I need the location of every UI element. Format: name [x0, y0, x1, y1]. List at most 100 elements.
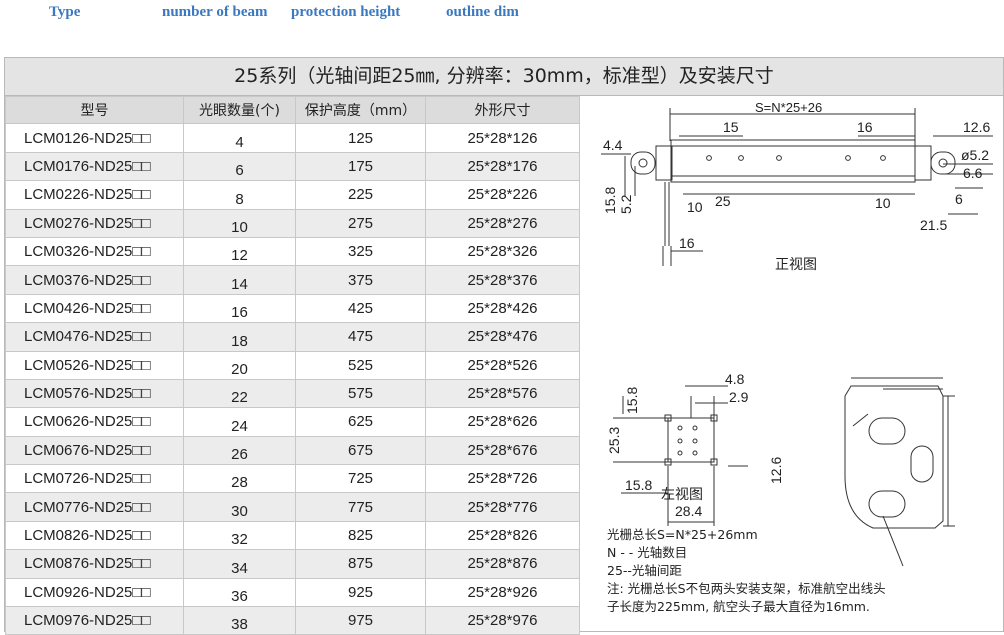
- cell-beams: 12: [183, 236, 296, 267]
- note-line: 子长度为225mm, 航空头子最大直径为16mm.: [607, 599, 870, 614]
- drawing-area: S=N*25+26 15 16 12.6 4.4 ø5.2 6.6 6 15.8…: [583, 96, 1003, 631]
- cell-beams: 6: [183, 151, 296, 182]
- note-line: 注: 光栅总长S不包两头安装支架，标准航空出线头: [607, 581, 886, 596]
- front-formula: S=N*25+26: [755, 100, 822, 115]
- cell-dim: 25*28*976: [425, 606, 580, 635]
- cell-dim: 25*28*676: [425, 435, 580, 466]
- cell-model: LCM0826-ND25□□: [5, 520, 184, 551]
- cell-height: 225: [295, 180, 426, 210]
- cell-beams: 38: [183, 606, 296, 635]
- cell-model: LCM0276-ND25□□: [5, 208, 184, 238]
- cell-height: 825: [295, 520, 426, 551]
- cell-model: LCM0926-ND25□□: [5, 577, 184, 608]
- cell-model: LCM0176-ND25□□: [5, 151, 184, 182]
- cell-height: 325: [295, 236, 426, 267]
- side-view-caption: 左视图: [661, 487, 703, 503]
- dim-side-12-6: 12.6: [768, 457, 784, 484]
- cell-beams: 4: [183, 123, 296, 153]
- cell-beams: 28: [183, 464, 296, 494]
- cell-dim: 25*28*726: [425, 464, 580, 494]
- cell-model: LCM0326-ND25□□: [5, 236, 184, 267]
- dim-side-15-8: 15.8: [624, 387, 640, 414]
- dim-15-8: 15.8: [602, 187, 618, 214]
- dim-16: 16: [857, 119, 873, 135]
- cell-dim: 25*28*226: [425, 180, 580, 210]
- front-view-caption: 正视图: [775, 257, 817, 273]
- col-header-height: 保护高度（mm）: [295, 95, 426, 125]
- cell-height: 475: [295, 322, 426, 352]
- cell-height: 375: [295, 265, 426, 295]
- dim-12-6: 12.6: [963, 119, 990, 135]
- cell-beams: 10: [183, 208, 296, 238]
- dim-6: 6: [955, 191, 963, 207]
- cell-model: LCM0426-ND25□□: [5, 293, 184, 324]
- spec-sheet: 25系列（光轴间距25㎜, 分辨率：30mm，标准型）及安装尺寸 型号 光眼数量…: [4, 57, 1004, 635]
- col-header-beams: 光眼数量(个): [183, 95, 296, 125]
- protection-height-label: protection height: [291, 4, 401, 20]
- dimension-drawings: S=N*25+26 15 16 12.6 4.4 ø5.2 6.6 6 15.8…: [601, 100, 993, 567]
- cell-model: LCM0576-ND25□□: [5, 378, 184, 409]
- cell-model: LCM0126-ND25□□: [5, 123, 184, 153]
- cell-beams: 36: [183, 577, 296, 608]
- dim-25: 25: [715, 193, 731, 209]
- dim-2-9: 2.9: [729, 389, 749, 405]
- cell-dim: 25*28*176: [425, 151, 580, 182]
- cell-height: 125: [295, 123, 426, 153]
- cell-height: 775: [295, 492, 426, 522]
- dim-4-4: 4.4: [603, 137, 623, 153]
- cell-dim: 25*28*126: [425, 123, 580, 153]
- cell-dim: 25*28*426: [425, 293, 580, 324]
- cell-height: 525: [295, 350, 426, 380]
- cell-beams: 14: [183, 265, 296, 295]
- cell-height: 575: [295, 378, 426, 409]
- cell-height: 875: [295, 549, 426, 579]
- cell-beams: 20: [183, 350, 296, 380]
- cell-dim: 25*28*926: [425, 577, 580, 608]
- cell-dim: 25*28*576: [425, 378, 580, 409]
- cell-model: LCM0226-ND25□□: [5, 180, 184, 210]
- cell-height: 275: [295, 208, 426, 238]
- col-header-dim: 外形尺寸: [425, 95, 580, 125]
- beam-count-label: number of beam: [162, 4, 268, 20]
- col-header-model: 型号: [5, 95, 184, 125]
- cell-beams: 24: [183, 407, 296, 437]
- cell-model: LCM0676-ND25□□: [5, 435, 184, 466]
- cell-beams: 34: [183, 549, 296, 579]
- cell-height: 975: [295, 606, 426, 635]
- cell-dim: 25*28*776: [425, 492, 580, 522]
- cell-model: LCM0776-ND25□□: [5, 492, 184, 522]
- cell-dim: 25*28*826: [425, 520, 580, 551]
- cell-height: 725: [295, 464, 426, 494]
- cell-model: LCM0876-ND25□□: [5, 549, 184, 579]
- cell-beams: 16: [183, 293, 296, 324]
- cell-dim: 25*28*326: [425, 236, 580, 267]
- cell-height: 175: [295, 151, 426, 182]
- note-line: 光栅总长S=N*25+26mm: [607, 527, 758, 542]
- notes: 光栅总长S=N*25+26mm N - - 光轴数目 25--光轴间距 注: 光…: [607, 526, 886, 616]
- cell-dim: 25*28*276: [425, 208, 580, 238]
- cell-model: LCM0726-ND25□□: [5, 464, 184, 494]
- cell-beams: 18: [183, 322, 296, 352]
- dim-10: 10: [687, 199, 703, 215]
- dim-5-2: 5.2: [618, 194, 634, 214]
- dim-15: 15: [723, 119, 739, 135]
- dim-16b: 16: [679, 235, 695, 251]
- cell-height: 625: [295, 407, 426, 437]
- cell-model: LCM0976-ND25□□: [5, 606, 184, 635]
- cell-dim: 25*28*526: [425, 350, 580, 380]
- cell-dim: 25*28*376: [425, 265, 580, 295]
- dim-phi-5-2: ø5.2: [961, 147, 989, 163]
